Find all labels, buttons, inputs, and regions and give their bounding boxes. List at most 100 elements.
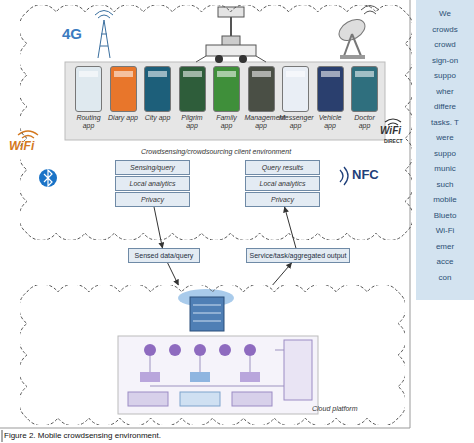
technology-label: DIRECT	[384, 139, 403, 144]
app-screen	[248, 66, 275, 112]
sidebar-text: crowds	[416, 26, 474, 34]
sidebar-text: crowd	[416, 41, 474, 49]
signal-arc	[22, 136, 34, 139]
app-label: Vehicle app	[314, 114, 347, 129]
process-box: Service/task/aggregated output	[246, 248, 350, 263]
technology-label: WiFi	[380, 126, 401, 136]
box-label: Privacy	[271, 196, 294, 203]
cloud-outline	[20, 285, 405, 425]
data-flow-arrow	[168, 263, 179, 285]
apps-panel	[65, 62, 385, 140]
sidebar-text: con	[416, 274, 474, 282]
app-label: Doctor app	[348, 114, 381, 129]
app-icon: City app	[141, 66, 174, 132]
app-label: Family app	[210, 114, 243, 129]
app-screen	[282, 66, 309, 112]
process-box: Local analytics	[115, 176, 190, 191]
app-icon: Management app	[245, 66, 278, 132]
arch-wire	[250, 356, 251, 372]
technology-label: 4G	[62, 26, 82, 41]
arch-wire	[150, 386, 300, 387]
box-label: Sensing/query	[130, 164, 175, 171]
process-box: Privacy	[245, 192, 320, 207]
app-icon: Pilgrim app	[176, 66, 209, 132]
dish-base	[340, 55, 365, 59]
app-screen-bar	[217, 71, 236, 77]
app-label: Management app	[245, 114, 278, 129]
technology-label: NFC	[352, 168, 379, 181]
box-label: Service/task/aggregated output	[250, 252, 347, 259]
nfc-symbol	[340, 167, 348, 185]
sidebar-text: suppo	[416, 72, 474, 80]
process-box: Local analytics	[245, 176, 320, 191]
trailer-leg	[256, 56, 266, 62]
tower-leg	[104, 20, 110, 58]
app-icon: Messenger app	[279, 66, 312, 132]
app-icon: Vehicle app	[314, 66, 347, 132]
sidebar-text: acce	[416, 258, 474, 266]
architecture-wires	[150, 350, 300, 386]
app-label: Pilgrim app	[176, 114, 209, 129]
region-label: Cloud platform	[312, 405, 402, 412]
app-screen	[75, 66, 102, 112]
box-label: Sensed data/query	[135, 252, 194, 259]
sidebar-text: Wi-Fi	[416, 227, 474, 235]
architecture-image	[118, 336, 318, 414]
arch-block	[240, 372, 260, 382]
process-box: Sensing/query	[115, 160, 190, 175]
app-screen	[179, 66, 206, 112]
arch-block	[284, 340, 312, 400]
signal-arc	[385, 119, 401, 122]
dish-stand	[344, 34, 352, 56]
wheel	[239, 55, 247, 63]
app-screen	[317, 66, 344, 112]
app-screen	[110, 66, 137, 112]
tower-bar	[101, 34, 107, 35]
arch-wire	[200, 356, 201, 372]
cloud-outline	[20, 5, 412, 240]
arch-block	[140, 372, 160, 382]
architecture-nodes	[144, 344, 256, 356]
architecture-blocks	[128, 340, 312, 406]
process-box: Privacy	[115, 192, 190, 207]
app-screen	[144, 66, 171, 112]
dish-stand	[352, 34, 361, 56]
app-screen-bar	[79, 71, 98, 77]
tower-leg	[98, 20, 104, 58]
frame-line	[2, 430, 3, 442]
frame-line	[410, 0, 411, 428]
app-icon: Routing app	[72, 66, 105, 132]
data-flow-arrow	[285, 207, 296, 248]
app-label: Messenger app	[279, 114, 312, 129]
app-screen-bar	[286, 71, 305, 77]
figure-caption: Figure 2. Mobile crowdsensing environmen…	[4, 431, 161, 440]
arch-block	[190, 372, 210, 382]
signal-arc	[388, 123, 398, 125]
arch-circle	[219, 344, 231, 356]
app-icon: Doctor app	[348, 66, 381, 132]
arch-block	[232, 392, 272, 406]
sidebar-text: such	[416, 181, 474, 189]
app-label: Diary app	[107, 114, 140, 122]
tower-bar	[100, 46, 108, 47]
technology-label: WiFi	[9, 140, 34, 152]
signal-arc	[361, 6, 379, 11]
trailer-illustration	[196, 7, 266, 63]
tower-symbol	[95, 11, 113, 59]
data-flow-arrow	[154, 207, 162, 248]
server	[190, 297, 224, 331]
app-label: Routing app	[72, 114, 105, 129]
region-label: Crowdsensing/crowdsourcing client enviro…	[20, 148, 412, 155]
signal-arc	[340, 170, 343, 182]
app-icon: Diary app	[107, 66, 140, 132]
sidebar-text: Blueto	[416, 212, 474, 220]
sidebar-panel	[416, 0, 474, 300]
arch-wire	[150, 356, 151, 372]
dish	[335, 15, 368, 45]
signal-arc	[344, 167, 348, 185]
cloud-outline	[20, 285, 405, 425]
trailer-body	[206, 45, 256, 56]
wifi-direct-symbol	[385, 119, 401, 125]
sidebar-text: emer	[416, 243, 474, 251]
